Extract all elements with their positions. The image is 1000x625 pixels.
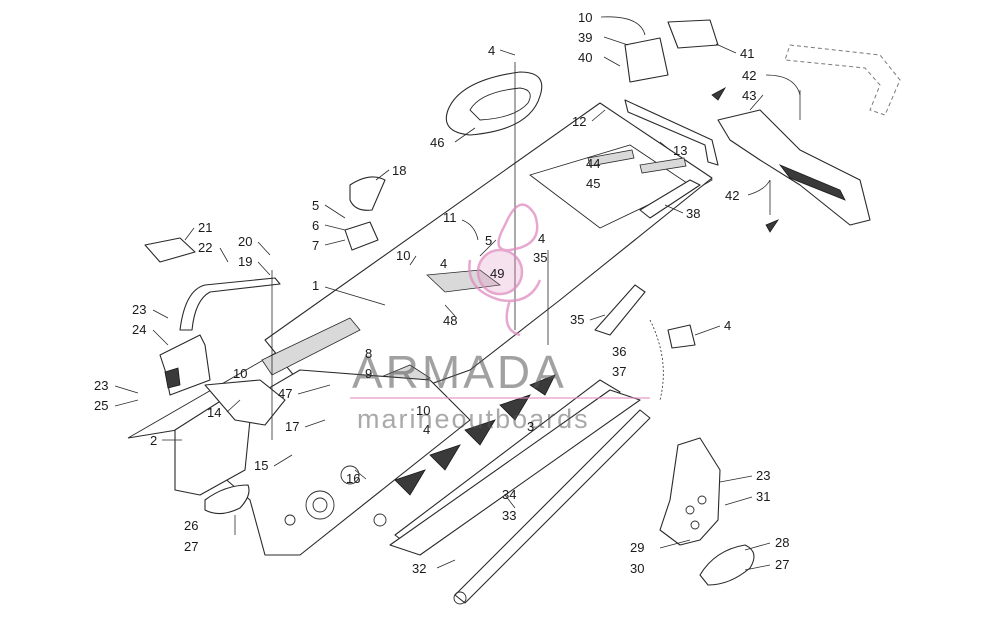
callout-15: 15: [254, 458, 268, 473]
callout-10: 10: [416, 403, 430, 418]
callout-45: 45: [586, 176, 600, 191]
part-21: [144, 237, 196, 263]
callout-13: 13: [673, 143, 687, 158]
callout-3: 3: [527, 419, 534, 434]
part-18: [349, 176, 386, 211]
callout-33: 33: [502, 508, 516, 523]
callout-2: 2: [150, 433, 157, 448]
callout-4: 4: [538, 231, 545, 246]
arrow-marker: [765, 219, 780, 233]
callout-4: 4: [724, 318, 731, 333]
callout-10: 10: [233, 366, 247, 381]
top-bracket-assembly: [624, 19, 719, 83]
watermark: ARMADA marineoutboards: [350, 203, 650, 434]
callout-25: 25: [94, 398, 108, 413]
callout-48: 48: [443, 313, 457, 328]
callout-30: 30: [630, 561, 644, 576]
callout-7: 7: [312, 238, 319, 253]
right-lower-bracket: [659, 437, 721, 546]
handle-assembly: [159, 277, 281, 396]
chassis-tunnel: [127, 102, 714, 556]
callout-11: 11: [443, 210, 457, 225]
callout-41: 41: [740, 46, 754, 61]
callout-39: 39: [578, 30, 592, 45]
callout-27: 27: [184, 539, 198, 554]
callout-44: 44: [586, 156, 600, 171]
callout-29: 29: [630, 540, 644, 555]
watermark-brand: ARMADA: [352, 346, 567, 398]
leader-lines: [114, 16, 801, 571]
right-support: [594, 284, 696, 401]
rear-flap-43: [717, 109, 871, 226]
callout-35: 35: [570, 312, 584, 327]
callout-4: 4: [440, 256, 447, 271]
callout-24: 24: [132, 322, 146, 337]
callout-35: 35: [533, 250, 547, 265]
callout-26: 26: [184, 518, 198, 533]
callout-49: 49: [490, 266, 504, 281]
callout-32: 32: [412, 561, 426, 576]
callout-23: 23: [756, 468, 770, 483]
callout-9: 9: [365, 366, 372, 381]
callout-42: 42: [725, 188, 739, 203]
callout-38: 38: [686, 206, 700, 221]
callout-36: 36: [612, 344, 626, 359]
callout-21: 21: [198, 220, 212, 235]
watermark-tagline: marineoutboards: [357, 404, 590, 434]
rear-bumper-dashed: [784, 44, 901, 116]
callout-12: 12: [572, 114, 586, 129]
seat-46: [445, 71, 543, 136]
arrow-marker: [711, 86, 727, 101]
callout-16: 16: [346, 471, 360, 486]
callout-1: 1: [312, 278, 319, 293]
callout-34: 34: [502, 487, 516, 502]
callout-43: 43: [742, 88, 756, 103]
callout-42: 42: [742, 68, 756, 83]
part-38: [639, 179, 701, 219]
callout-4: 4: [488, 43, 495, 58]
callout-10: 10: [578, 10, 592, 25]
callout-18: 18: [392, 163, 406, 178]
front-bracket-2: [174, 379, 286, 496]
callout-23: 23: [132, 302, 146, 317]
callout-28: 28: [775, 535, 789, 550]
callout-4: 4: [423, 422, 430, 437]
callout-5: 5: [485, 233, 492, 248]
part-26: [204, 484, 250, 515]
callout-8: 8: [365, 346, 372, 361]
callout-19: 19: [238, 254, 252, 269]
callout-27: 27: [775, 557, 789, 572]
callout-6: 6: [312, 218, 319, 233]
part-28: [699, 544, 755, 586]
callout-47: 47: [278, 386, 292, 401]
callout-labels: 10 39 40 41 42 43 42 4 46 12 13 44 45 18…: [94, 10, 789, 576]
part-13: [624, 99, 719, 166]
callout-46: 46: [430, 135, 444, 150]
callout-31: 31: [756, 489, 770, 504]
callout-14: 14: [207, 405, 221, 420]
callout-10: 10: [396, 248, 410, 263]
cutouts: [394, 374, 556, 496]
watermark-logo-icon: [468, 203, 542, 337]
running-board-rail: [453, 409, 651, 605]
callout-20: 20: [238, 234, 252, 249]
callout-22: 22: [198, 240, 212, 255]
callout-23: 23: [94, 378, 108, 393]
bracket-7: [344, 221, 379, 251]
callout-40: 40: [578, 50, 592, 65]
callout-37: 37: [612, 364, 626, 379]
callout-5: 5: [312, 198, 319, 213]
callout-17: 17: [285, 419, 299, 434]
